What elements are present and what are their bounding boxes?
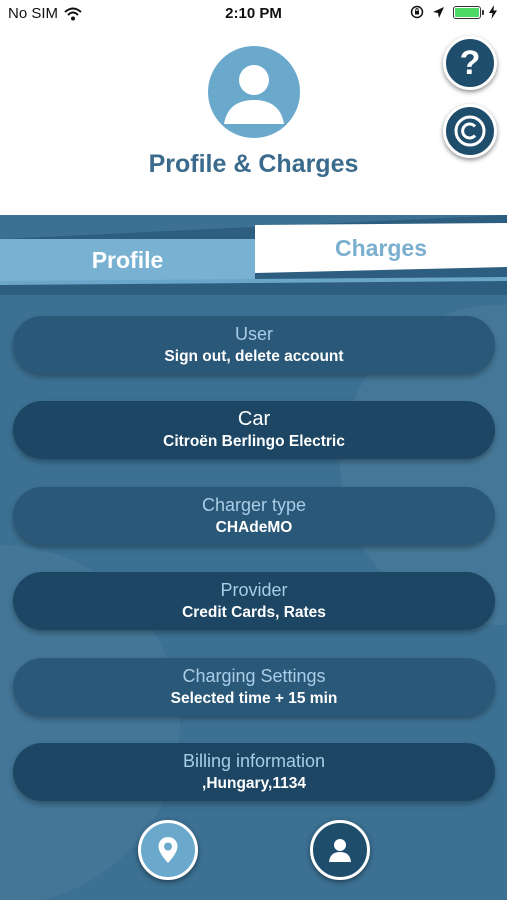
menu-item-subtitle: Citroën Berlingo Electric (163, 433, 345, 450)
menu-item-title: Provider (220, 580, 288, 600)
copyright-button[interactable] (443, 104, 497, 158)
menu-item-charger-type[interactable]: Charger type CHAdeMO (13, 487, 495, 545)
menu-item-subtitle: Credit Cards, Rates (182, 604, 326, 621)
tab-profile[interactable]: Profile (0, 239, 255, 281)
menu-item-user[interactable]: User Sign out, delete account (13, 316, 495, 374)
menu-item-subtitle: CHAdeMO (215, 519, 293, 536)
main-panel: Charges Profile User Sign out, delete ac… (0, 215, 507, 900)
menu-item-subtitle: Sign out, delete account (164, 348, 344, 365)
menu-item-car[interactable]: Car Citroën Berlingo Electric (13, 401, 495, 459)
status-right (410, 5, 497, 19)
tab-charges-label: Charges (334, 234, 428, 261)
status-bar: No SIM 2:10 PM (0, 0, 507, 28)
help-icon: ? (459, 43, 481, 82)
profile-nav-button[interactable] (310, 820, 370, 880)
wifi-icon (64, 7, 82, 20)
menu-item-subtitle: ,Hungary,1134 (202, 775, 306, 792)
header: Profile & Charges ? (0, 28, 507, 238)
charging-bolt-icon (489, 5, 497, 19)
page-title: Profile & Charges (148, 150, 359, 178)
map-nav-button[interactable] (138, 820, 198, 880)
menu-item-title: Car (237, 408, 271, 430)
tab-indicator (0, 277, 507, 285)
battery-icon (453, 5, 484, 19)
menu-item-title: Charger type (201, 495, 307, 515)
menu-item-title: Charging Settings (182, 666, 326, 686)
location-arrow-icon (433, 6, 444, 18)
tab-profile-label: Profile (91, 246, 164, 273)
map-pin-icon (158, 837, 178, 863)
user-icon (329, 839, 351, 862)
menu-item-provider[interactable]: Provider Credit Cards, Rates (13, 572, 495, 630)
menu-item-billing-information[interactable]: Billing information ,Hungary,1134 (13, 743, 495, 801)
menu-item-title: Billing information (182, 751, 326, 771)
tab-charges[interactable]: Charges (255, 223, 507, 273)
menu-item-subtitle: Selected time + 15 min (170, 690, 338, 707)
menu-item-charging-settings[interactable]: Charging Settings Selected time + 15 min (13, 658, 495, 716)
orientation-lock-icon (410, 5, 424, 19)
user-avatar-icon (208, 46, 300, 138)
status-time: 2:10 PM (225, 5, 282, 22)
status-left: No SIM (8, 5, 82, 22)
carrier-label: No SIM (8, 5, 59, 22)
copyright-icon (454, 115, 486, 147)
menu-item-title: User (234, 324, 273, 344)
help-button[interactable]: ? (443, 36, 497, 90)
